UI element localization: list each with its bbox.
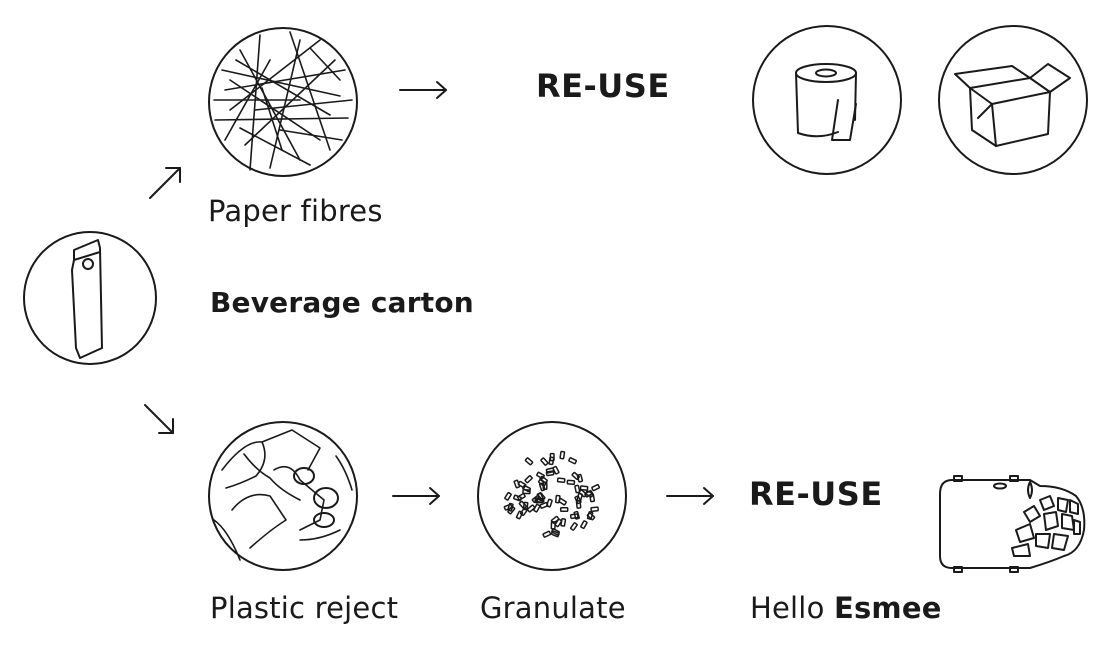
arrow-right-top <box>399 81 447 99</box>
paper-fibres-icon <box>208 27 358 177</box>
label-esmee: Esmee <box>833 591 942 625</box>
arrow-down-right <box>144 404 174 434</box>
arrow-right-plastic-granulate <box>392 487 440 505</box>
beverage-carton-icon <box>23 231 157 365</box>
label-reuse-bottom: RE-USE <box>749 475 883 513</box>
label-hello: Hello <box>750 591 825 625</box>
label-beverage-carton: Beverage carton <box>210 286 474 319</box>
label-plastic-reject: Plastic reject <box>210 591 399 625</box>
cardboard-box-icon <box>938 25 1088 175</box>
esmee-bottle-icon <box>939 475 1086 573</box>
label-paper-fibres: Paper fibres <box>208 194 383 228</box>
label-granulate: Granulate <box>480 591 626 625</box>
plastic-reject-icon <box>208 421 358 571</box>
toilet-roll-icon <box>752 25 902 175</box>
granulate-icon <box>477 421 627 571</box>
arrow-up-right <box>149 167 181 199</box>
label-hello-esmee: Hello Esmee <box>750 594 942 623</box>
label-reuse-top: RE-USE <box>536 67 670 105</box>
arrow-right-granulate-reuse <box>666 487 714 505</box>
